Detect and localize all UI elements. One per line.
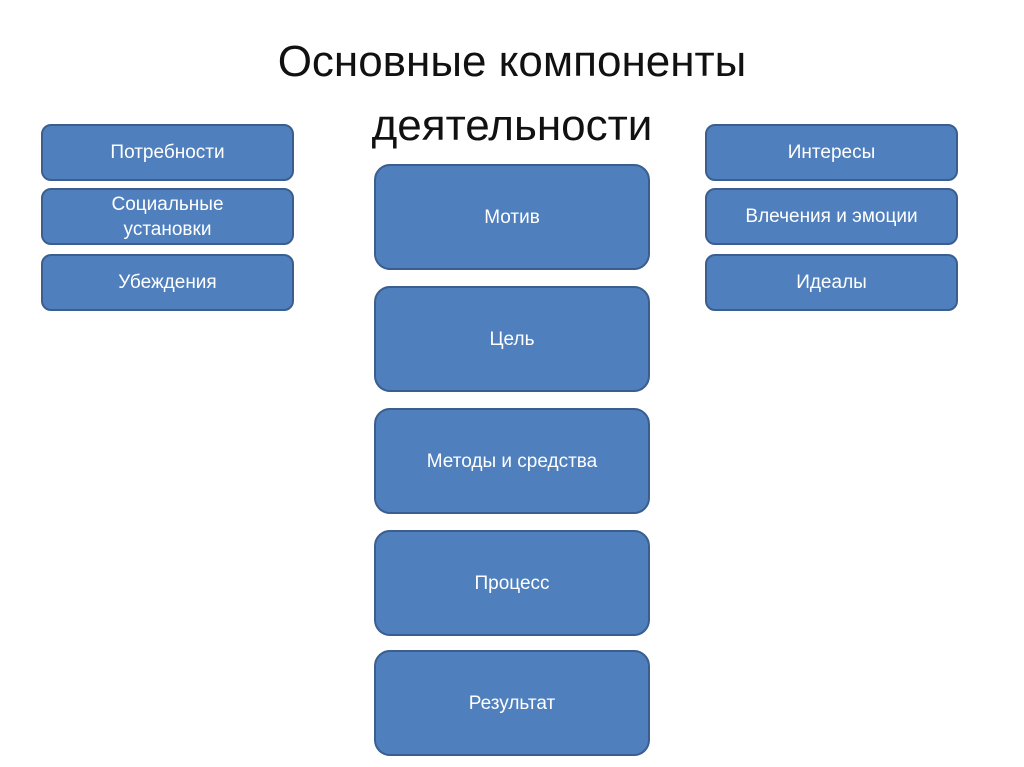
- center-box-process: Процесс: [374, 530, 650, 636]
- right-box-ideals: Идеалы: [705, 254, 958, 311]
- left-box-needs-label: Потребности: [110, 142, 225, 163]
- center-box-methods: Методы и средства: [374, 408, 650, 514]
- center-box-result-label: Результат: [468, 692, 556, 714]
- slide-title-line-2: деятельности: [371, 101, 653, 150]
- right-box-interests: Интересы: [705, 124, 958, 181]
- center-box-goal: Цель: [374, 286, 650, 392]
- center-box-motive: Мотив: [374, 164, 650, 270]
- center-box-result: Результат: [374, 650, 650, 756]
- center-box-process-label: Процесс: [474, 572, 550, 594]
- left-box-beliefs-label: Убеждения: [118, 272, 217, 293]
- left-box-social-attitudes-label: Социальные установки: [111, 193, 224, 240]
- center-box-methods-label: Методы и средства: [426, 450, 598, 472]
- right-box-drives-emotions-label: Влечения и эмоции: [745, 206, 918, 227]
- left-box-social-attitudes: Социальные установки: [41, 188, 294, 245]
- left-box-needs: Потребности: [41, 124, 294, 181]
- center-box-motive-label: Мотив: [484, 206, 540, 228]
- center-box-goal-label: Цель: [489, 328, 535, 350]
- right-box-drives-emotions: Влечения и эмоции: [705, 188, 958, 245]
- slide-title: Основные компоненты деятельности: [150, 30, 874, 158]
- right-box-interests-label: Интересы: [787, 142, 876, 163]
- right-box-ideals-label: Идеалы: [796, 272, 867, 293]
- left-box-beliefs: Убеждения: [41, 254, 294, 311]
- slide-title-line-1: Основные компоненты: [277, 37, 747, 86]
